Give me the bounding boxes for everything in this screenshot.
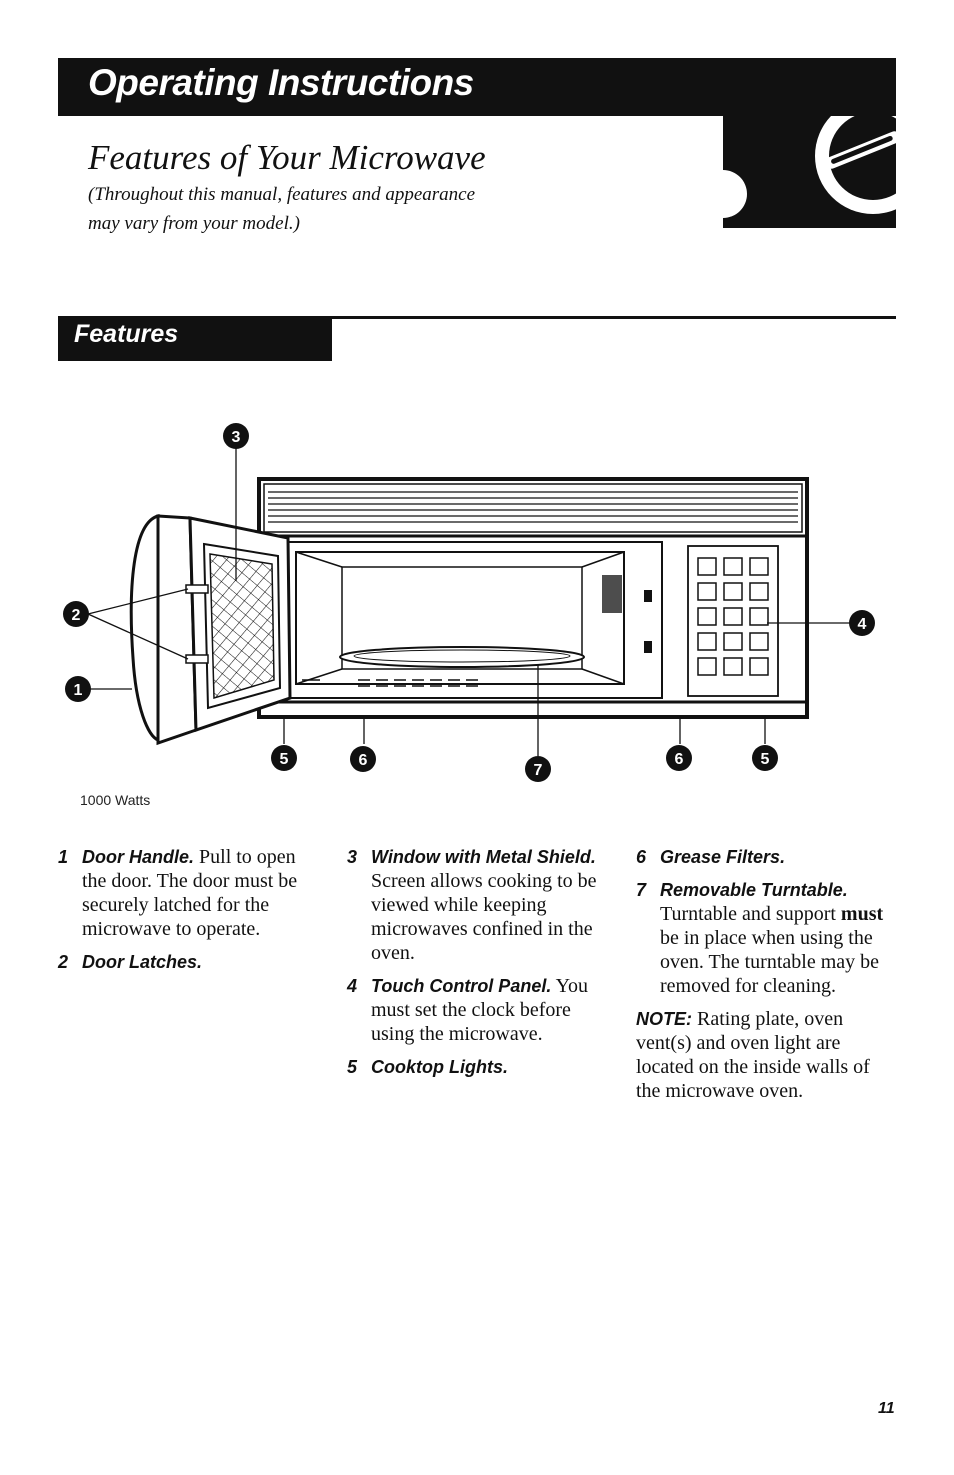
touch-control-panel — [687, 545, 779, 697]
callout-2: 2 — [63, 601, 89, 627]
feature-number: 3 — [347, 847, 358, 867]
knob-icon — [723, 116, 896, 228]
callout-label: 6 — [675, 751, 684, 768]
callout-6-right: 6 — [666, 745, 692, 771]
feature-label: Window with Metal Shield. — [371, 847, 596, 867]
section-rule — [58, 316, 896, 319]
leader-lines — [87, 448, 850, 756]
microwave-door — [129, 514, 292, 746]
feature-text: Pull to open the door. The door must be … — [82, 846, 298, 940]
feature-number: 2 — [58, 952, 69, 972]
feature-text: be in place when using the oven. The tur… — [660, 927, 880, 997]
callout-6-left: 6 — [350, 746, 376, 772]
callout-label: 4 — [858, 616, 867, 633]
turntable — [339, 646, 585, 668]
oven-cavity — [283, 541, 663, 699]
callout-1: 1 — [65, 676, 91, 702]
features-column-3: 6 Grease Filters. 7 Removable Turntable. T… — [636, 845, 898, 1103]
feature-text: Turntable and support — [660, 903, 841, 925]
features-note: (Throughout this manual, features and ap… — [88, 180, 548, 238]
feature-item: 6 Grease Filters. — [636, 845, 898, 869]
callout-label: 1 — [74, 682, 83, 699]
note-paragraph: NOTE: Rating plate, oven vent(s) and ove… — [636, 1007, 898, 1103]
callout-5-right: 5 — [752, 745, 778, 771]
section-title: Features — [74, 320, 179, 348]
feature-item: 2 Door Latches. — [58, 950, 308, 974]
callout-label: 5 — [761, 751, 770, 768]
feature-item: 7 Removable Turntable. Turntable and supp… — [636, 878, 898, 998]
feature-label: Door Handle. — [82, 847, 195, 867]
callout-5-left: 5 — [271, 745, 297, 771]
feature-item: 3 Window with Metal Shield. Screen allows… — [347, 845, 607, 965]
microwave-diagram: 3 2 1 4 5 6 7 6 5 — [58, 418, 896, 818]
callout-label: 2 — [72, 607, 81, 624]
feature-label: Touch Control Panel. — [371, 976, 552, 996]
feature-label: Grease Filters. — [660, 847, 786, 867]
note-label: NOTE: — [636, 1009, 692, 1029]
section-tab — [58, 316, 332, 361]
feature-text: Screen allows cooking to be viewed while… — [371, 870, 597, 964]
page-number: 11 — [878, 1400, 895, 1417]
feature-item: 1 Door Handle. Pull to open the door. The… — [58, 845, 308, 941]
header-bar — [58, 58, 896, 116]
features-note-line: (Throughout this manual, features and ap… — [88, 184, 476, 205]
page-title: Operating Instructions — [88, 62, 474, 103]
callout-7: 7 — [525, 756, 551, 782]
feature-number: 6 — [636, 847, 647, 867]
callout-4: 4 — [849, 610, 875, 636]
features-note-line: may vary from your model.) — [88, 213, 300, 234]
wattage-caption: 1000 Watts — [80, 792, 151, 808]
feature-number: 7 — [636, 880, 647, 900]
feature-text: You must set the clock before using the … — [371, 975, 589, 1045]
callout-label: 5 — [280, 751, 289, 768]
callout-3: 3 — [223, 423, 249, 449]
feature-item: 5 Cooktop Lights. — [347, 1055, 607, 1079]
feature-label: Door Latches. — [82, 952, 203, 972]
feature-number: 5 — [347, 1057, 358, 1077]
callout-label: 7 — [534, 762, 543, 779]
feature-label: Cooktop Lights. — [371, 1057, 508, 1077]
features-column-2: 3 Window with Metal Shield. Screen allows… — [347, 845, 607, 1088]
features-column-1: 1 Door Handle. Pull to open the door. The… — [58, 845, 308, 983]
callout-label: 6 — [359, 752, 368, 769]
feature-emphasis: must — [840, 903, 884, 925]
note-text: Rating plate, oven vent(s) and oven ligh… — [636, 1008, 870, 1102]
callout-label: 3 — [232, 429, 241, 446]
feature-number: 4 — [347, 976, 358, 996]
feature-label: Removable Turntable. — [660, 880, 848, 900]
features-heading: Features of Your Microwave — [88, 138, 486, 177]
feature-number: 1 — [58, 847, 69, 867]
feature-item: 4 Touch Control Panel. You must set the c… — [347, 974, 607, 1046]
